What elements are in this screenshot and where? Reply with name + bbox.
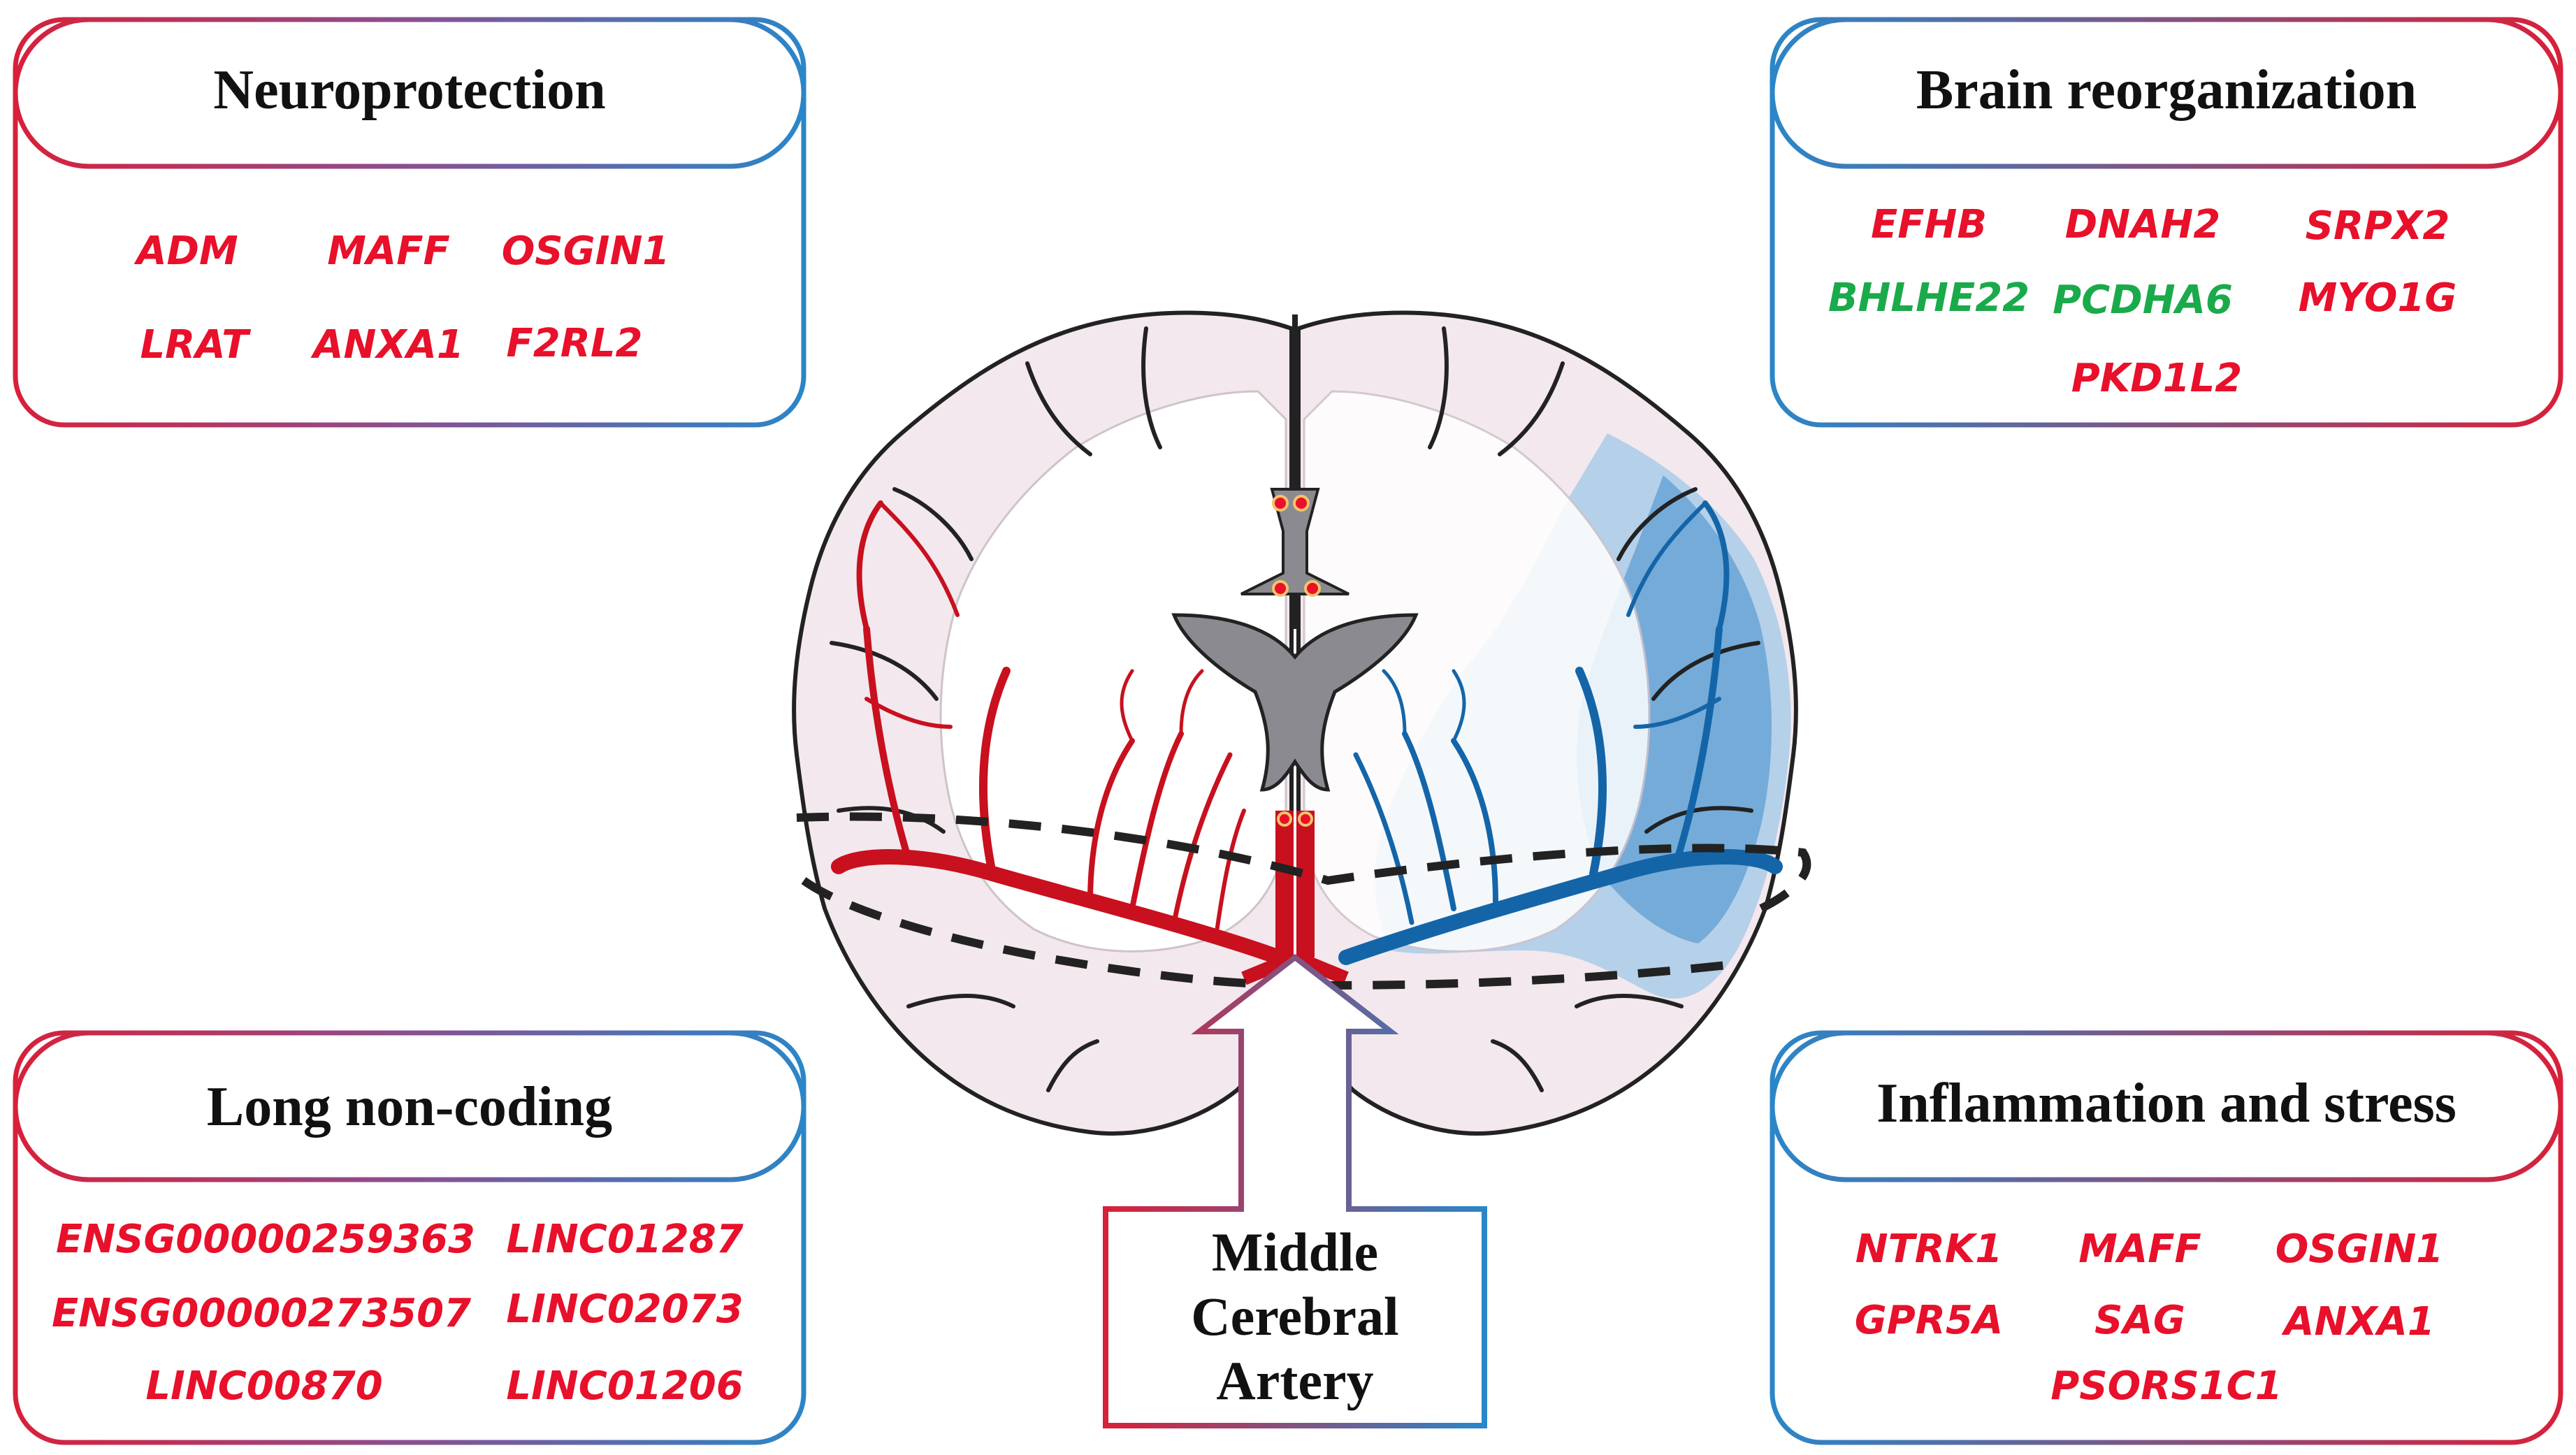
mca-branches-left — [831, 500, 1287, 965]
panel-long-noncoding: Long non-coding ENSG00000259363 LINC0128… — [13, 1030, 806, 1445]
mca-label-line3: Artery — [1216, 1350, 1373, 1411]
artery-dot — [1277, 811, 1292, 827]
gene-label: NTRK1 — [1855, 1226, 2003, 1272]
white-matter-right — [1303, 390, 1651, 953]
gene-label: LRAT — [140, 322, 252, 368]
gene-label: PKD1L2 — [2071, 356, 2243, 401]
gene-list: ADM MAFF OSGIN1 LRAT ANXA1 F2RL2 — [133, 229, 670, 368]
gene-label: ANXA1 — [2281, 1299, 2435, 1345]
gene-label: LINC01206 — [506, 1363, 743, 1409]
panel-title-long-noncoding: Long non-coding — [207, 1076, 612, 1138]
gene-list: NTRK1 MAFF OSGIN1 GPR5A SAG ANXA1 PSORS1… — [1855, 1226, 2444, 1409]
septum — [1240, 488, 1349, 595]
artery-dot — [1304, 580, 1321, 597]
mca-arrow — [1103, 953, 1487, 1428]
gene-label: OSGIN1 — [2275, 1226, 2444, 1272]
gene-label: MYO1G — [2299, 275, 2457, 321]
panel-neuroprotection: Neuroprotection ADM MAFF OSGIN1 LRAT ANX… — [13, 17, 806, 428]
mca-branches-right — [1338, 500, 1783, 965]
gene-label: MAFF — [327, 229, 450, 274]
gene-label: OSGIN1 — [502, 229, 670, 274]
gene-label: LINC00870 — [145, 1363, 382, 1409]
artery-dot — [1293, 495, 1310, 512]
gene-label: PCDHA6 — [2053, 277, 2233, 323]
gene-label: ADM — [133, 229, 238, 274]
panel-inflammation-stress: Inflammation and stress NTRK1 MAFF OSGIN… — [1770, 1030, 2563, 1445]
gene-label: SAG — [2094, 1298, 2185, 1343]
brain-coronal-section: Middle Cerebral Artery — [792, 310, 1811, 1428]
ischemia-boundary — [796, 812, 1811, 990]
panel-title-neuroprotection: Neuroprotection — [213, 59, 605, 121]
lateral-ventricles — [1171, 613, 1419, 792]
gene-label: ENSG00000259363 — [56, 1217, 475, 1262]
mca-label-line2: Cerebral — [1191, 1286, 1398, 1347]
sulci-right — [1428, 326, 1760, 1092]
sulci-left — [830, 326, 1162, 1092]
gene-label: ENSG00000273507 — [52, 1291, 471, 1336]
panel-title-brain-reorganization: Brain reorganization — [1916, 59, 2417, 121]
artery-dot — [1272, 580, 1289, 597]
gene-label: F2RL2 — [507, 321, 643, 366]
panel-brain-reorganization: Brain reorganization EFHB DNAH2 SRPX2 BH… — [1770, 17, 2563, 428]
gene-label: BHLHE22 — [1828, 275, 2029, 321]
gene-label: DNAH2 — [2065, 202, 2221, 247]
mca-label-line1: Middle — [1212, 1222, 1378, 1282]
panel-title-inflammation-stress: Inflammation and stress — [1876, 1073, 2456, 1134]
gene-label: LINC02073 — [506, 1287, 743, 1332]
gene-label: EFHB — [1871, 202, 1987, 247]
artery-dot — [1298, 811, 1313, 827]
gene-list: EFHB DNAH2 SRPX2 BHLHE22 PCDHA6 MYO1G PK… — [1828, 202, 2457, 401]
gene-label: MAFF — [2078, 1226, 2201, 1272]
gene-label: PSORS1C1 — [2050, 1363, 2282, 1409]
artery-dot — [1272, 495, 1289, 512]
gene-label: GPR5A — [1855, 1298, 2003, 1343]
anterior-artery-stem — [1275, 811, 1315, 957]
gene-label: SRPX2 — [2306, 203, 2450, 249]
gene-label: LINC01287 — [506, 1217, 743, 1262]
gene-list: ENSG00000259363 LINC01287 ENSG0000027350… — [52, 1217, 744, 1409]
gene-label: ANXA1 — [310, 322, 464, 368]
